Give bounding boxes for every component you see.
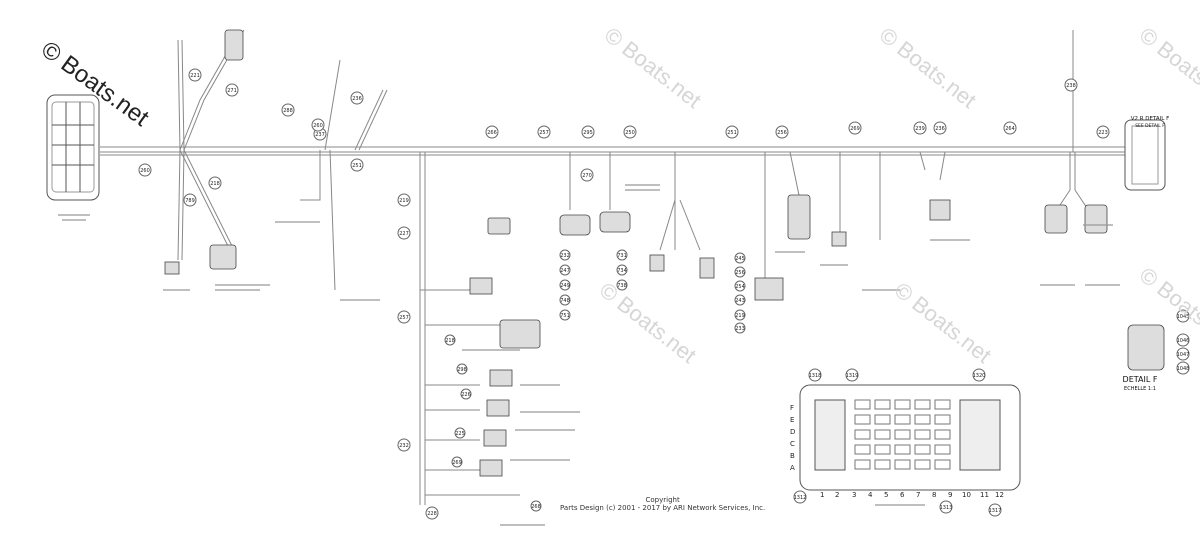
fusebox-col-label: 10 bbox=[962, 491, 971, 499]
callouts-left: 221 271 288 789 218 219 227 257 232 228 … bbox=[138, 68, 594, 520]
callout: 1320 bbox=[973, 373, 986, 379]
detail-view-sub: SEE DETAIL F bbox=[1135, 123, 1165, 129]
fusebox-col-label: 8 bbox=[932, 491, 936, 499]
fusebox-col-label: 2 bbox=[835, 491, 839, 499]
fusebox-col-label: 7 bbox=[916, 491, 920, 499]
callouts-bottom: 1312 1313 1317 1318 1319 1320 bbox=[793, 368, 1002, 517]
callout: 249 bbox=[560, 283, 570, 289]
callout: 288 bbox=[283, 108, 293, 114]
fusebox-row-label: A bbox=[790, 464, 795, 472]
detail-view-label: V2 R DETAIL F bbox=[1131, 116, 1170, 122]
right-main-connector bbox=[1124, 119, 1166, 191]
callout: 243 bbox=[735, 298, 745, 304]
fusebox-col-label: 12 bbox=[995, 491, 1004, 499]
callout: 1318 bbox=[809, 373, 822, 379]
callout: 219 bbox=[735, 313, 745, 319]
callout: 256 bbox=[735, 270, 745, 276]
callouts-top: 237 266 257 295 250 251 256 269 239 236 … bbox=[313, 78, 1110, 141]
callout: 1047 bbox=[1177, 352, 1190, 358]
main-harness-trunk bbox=[100, 146, 1125, 156]
callout: 295 bbox=[583, 130, 593, 136]
callout: 251 bbox=[352, 163, 362, 169]
callout: 271 bbox=[227, 88, 237, 94]
callout: 269 bbox=[850, 126, 860, 132]
callout: 238 bbox=[1066, 83, 1076, 89]
copyright-line1: Copyright bbox=[645, 496, 680, 504]
callout: 268 bbox=[531, 504, 541, 510]
fusebox-labels: F E D C B A 1 2 3 4 5 6 7 8 9 10 11 12 bbox=[790, 404, 1004, 499]
callout: 251 bbox=[727, 130, 737, 136]
callout: 731 bbox=[617, 253, 627, 259]
callout: 228 bbox=[427, 511, 437, 517]
callout: 748 bbox=[560, 298, 570, 304]
callout: 257 bbox=[399, 315, 409, 321]
callout: 245 bbox=[735, 256, 745, 262]
detail-labels: DETAIL F ECHELLE 1:1 V2 R DETAIL F SEE D… bbox=[1123, 116, 1170, 392]
caption-marks bbox=[58, 184, 1120, 526]
callouts-misc: 245 256 254 243 219 233 232 247 249 748 … bbox=[444, 249, 746, 512]
fusebox-col-label: 3 bbox=[852, 491, 856, 499]
callout: 738 bbox=[617, 283, 627, 289]
callout: 219 bbox=[399, 198, 409, 204]
callout: 269 bbox=[452, 460, 462, 466]
fusebox-col-label: 6 bbox=[900, 491, 905, 499]
fusebox-row-label: B bbox=[790, 452, 795, 460]
callout: 260 bbox=[140, 168, 150, 174]
callout: 1313 bbox=[940, 505, 953, 511]
callout: 1045 bbox=[1177, 314, 1190, 320]
left-fuse-box bbox=[46, 94, 100, 201]
fusebox-row-label: D bbox=[790, 428, 795, 436]
fusebox-col-label: 4 bbox=[868, 491, 873, 499]
fusebox-col-label: 9 bbox=[948, 491, 952, 499]
callout: 266 bbox=[487, 130, 497, 136]
fusebox-row-label: E bbox=[790, 416, 794, 424]
fusebox-row-label: F bbox=[790, 404, 794, 412]
callout: 226 bbox=[461, 392, 471, 398]
callout: 751 bbox=[560, 313, 570, 319]
callout: 1317 bbox=[989, 508, 1002, 514]
callout: 221 bbox=[190, 73, 200, 79]
callout: 250 bbox=[625, 130, 635, 136]
callout: 233 bbox=[735, 326, 745, 332]
callout: 232 bbox=[560, 253, 570, 259]
callout: 298 bbox=[457, 367, 467, 373]
fusebox-col-label: 5 bbox=[884, 491, 888, 499]
callout: 218 bbox=[210, 181, 220, 187]
callout: 254 bbox=[735, 284, 745, 290]
callout: 1319 bbox=[846, 373, 859, 379]
callout: 1048 bbox=[1177, 366, 1190, 372]
callout: 789 bbox=[185, 198, 195, 204]
callouts-right: 1045 1046 1047 1048 bbox=[1176, 309, 1190, 375]
callout: 239 bbox=[915, 126, 925, 132]
fusebox-col-label: 1 bbox=[820, 491, 824, 499]
fusebox-col-label: 11 bbox=[980, 491, 989, 499]
callout: 264 bbox=[1005, 126, 1015, 132]
callout: 218 bbox=[445, 338, 455, 344]
callout: 734 bbox=[617, 268, 627, 274]
detail-scale: ECHELLE 1:1 bbox=[1124, 386, 1156, 392]
callout: 247 bbox=[560, 268, 570, 274]
callout: 270 bbox=[582, 173, 592, 179]
fusebox-row-label: C bbox=[790, 440, 795, 448]
callout: 225 bbox=[455, 431, 465, 437]
callout: 227 bbox=[399, 231, 409, 237]
component-glyphs bbox=[164, 29, 1165, 477]
callout: 236 bbox=[935, 126, 945, 132]
callout: 236 bbox=[352, 96, 362, 102]
callout: 1312 bbox=[794, 495, 807, 501]
detail-title: DETAIL F bbox=[1123, 375, 1158, 384]
copyright-notice: Copyright Parts Design (c) 2001 - 2017 b… bbox=[560, 496, 765, 512]
callout: 232 bbox=[399, 443, 409, 449]
callout: 223 bbox=[1098, 130, 1108, 136]
fuse-box-detail bbox=[799, 384, 1021, 491]
callout: 237 bbox=[315, 132, 325, 138]
callout: 257 bbox=[539, 130, 549, 136]
callout: 1046 bbox=[1177, 338, 1190, 344]
callout: 260 bbox=[313, 123, 323, 129]
callout: 256 bbox=[777, 130, 787, 136]
copyright-line2: Parts Design (c) 2001 - 2017 by ARI Netw… bbox=[560, 504, 766, 512]
